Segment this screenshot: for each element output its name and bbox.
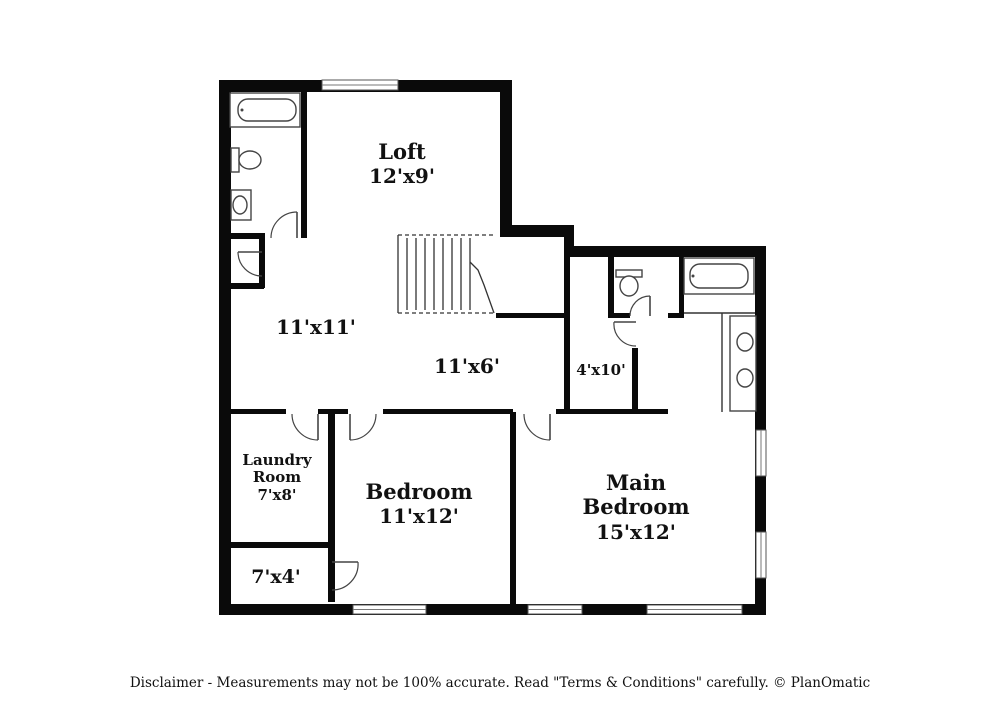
main-bedroom-size: 15'x12' xyxy=(596,520,676,544)
main-bedroom-label-2: Bedroom xyxy=(582,494,689,519)
sink-icon xyxy=(736,332,754,352)
hall-right-size: 11'x6' xyxy=(434,354,500,378)
toilet-icon xyxy=(230,147,240,173)
room-labels: Loft 12'x9' 11'x11' 11'x6' 4'x10' Laundr… xyxy=(242,139,689,588)
laundry-size: 7'x8' xyxy=(257,486,296,504)
closet-7x4-size: 7'x4' xyxy=(251,566,300,588)
disclaimer-text: Disclaimer - Measurements may not be 100… xyxy=(129,675,871,691)
vanity-icon xyxy=(729,315,757,412)
fixtures xyxy=(229,92,757,412)
loft-label: Loft xyxy=(378,139,426,164)
closet-4x10-size: 4'x10' xyxy=(576,361,625,379)
sink-icon xyxy=(736,368,754,388)
windows xyxy=(321,79,767,615)
laundry-label-2: Room xyxy=(253,468,301,486)
laundry-label-1: Laundry xyxy=(242,451,312,469)
doors xyxy=(237,211,651,591)
hall-left-size: 11'x11' xyxy=(276,315,356,339)
interior-walls xyxy=(226,88,684,607)
bedroom-size: 11'x12' xyxy=(379,504,459,528)
bedroom-label: Bedroom xyxy=(365,479,472,504)
staircase xyxy=(397,234,495,314)
loft-size: 12'x9' xyxy=(369,164,435,188)
main-bedroom-label-1: Main xyxy=(606,470,666,495)
